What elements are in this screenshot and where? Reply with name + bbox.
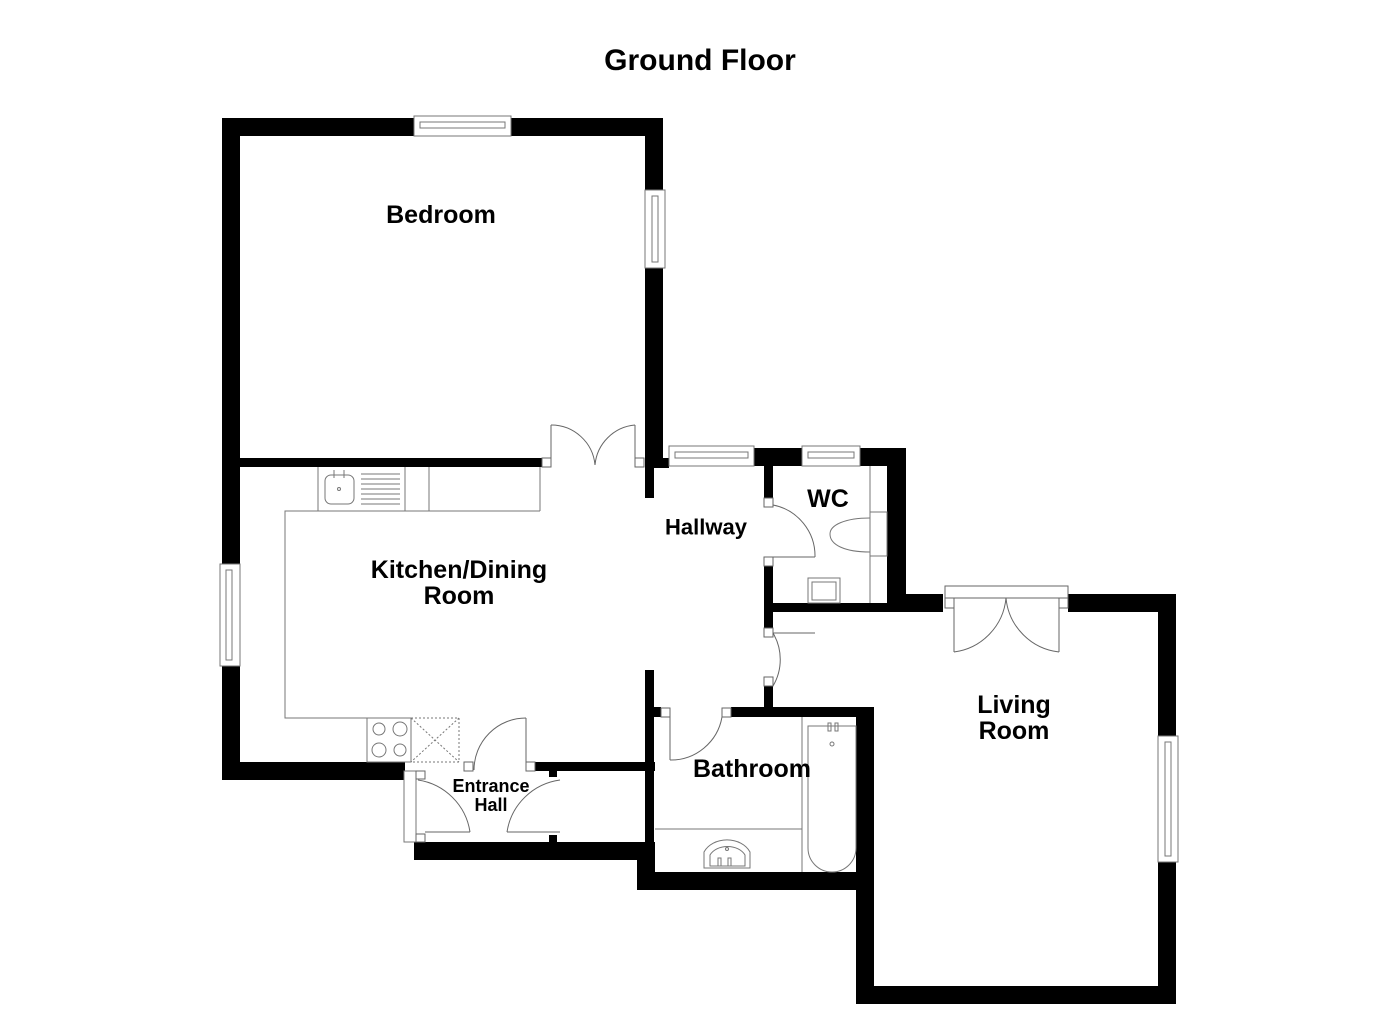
fixtures: [284, 466, 888, 873]
double-door-icon: [541, 424, 645, 468]
toilet-icon: [829, 511, 888, 557]
room-label-bathroom: Bathroom: [692, 754, 812, 783]
sink-icon: [324, 470, 400, 505]
room-label-entrance-hall: Entrance Hall: [452, 776, 530, 815]
room-label-bedroom: Bedroom: [386, 200, 496, 229]
room-label-kitchen-dining: Kitchen/Dining Room: [370, 555, 548, 610]
room-label-living-room: Living Room: [977, 690, 1051, 745]
hob-icon: [366, 717, 460, 763]
room-label-wc: WC: [807, 484, 849, 513]
bath-icon: [807, 722, 857, 873]
room-label-hallway: Hallway: [665, 514, 747, 540]
window-icon: [219, 115, 1179, 863]
walls: [222, 118, 1176, 1004]
door-icon: [415, 424, 1069, 843]
double-door-icon: [944, 585, 1069, 653]
floor-title: Ground Floor: [604, 44, 796, 77]
basin-icon: [807, 577, 841, 604]
basin-icon: [703, 839, 751, 869]
